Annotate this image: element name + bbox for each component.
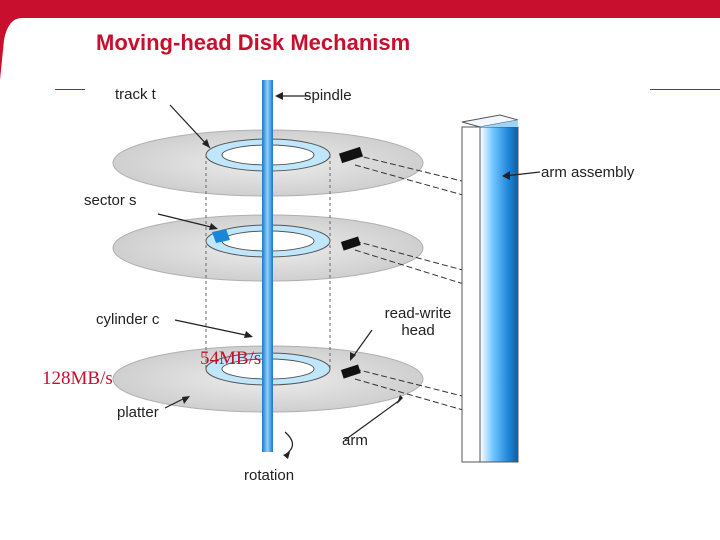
arm-1 <box>354 154 471 198</box>
label-read-write-head: read-write head <box>370 305 466 339</box>
sector-highlight <box>212 229 230 243</box>
slide-corner-decoration <box>0 0 720 80</box>
arm-3 <box>354 368 471 413</box>
label-arm: arm <box>342 432 368 449</box>
arrowheads <box>182 92 510 459</box>
label-sector: sector s <box>84 192 137 209</box>
annotation-outer-speed: 128MB/s <box>42 368 113 389</box>
label-platter: platter <box>117 404 159 421</box>
arm-assembly <box>461 114 519 463</box>
slide-title: Moving-head Disk Mechanism <box>96 30 411 55</box>
right-title-rule <box>650 89 720 90</box>
left-title-rule <box>55 89 85 90</box>
annotation-inner-speed: 54MB/s <box>200 348 262 369</box>
read-write-head-2 <box>340 236 361 251</box>
label-read-write-line1: read-write <box>384 305 452 322</box>
label-rotation: rotation <box>244 467 295 484</box>
label-track: track t <box>115 86 156 103</box>
label-read-write-line2: head <box>401 322 435 339</box>
read-write-head-3 <box>340 364 361 379</box>
label-cylinder: cylinder c <box>96 311 160 328</box>
arm-2 <box>354 240 471 287</box>
spindle <box>262 80 273 452</box>
label-arm-assembly: arm assembly <box>541 164 635 181</box>
label-spindle: spindle <box>304 87 352 104</box>
read-write-head-1 <box>338 146 364 164</box>
pointer-arrows <box>157 95 541 456</box>
